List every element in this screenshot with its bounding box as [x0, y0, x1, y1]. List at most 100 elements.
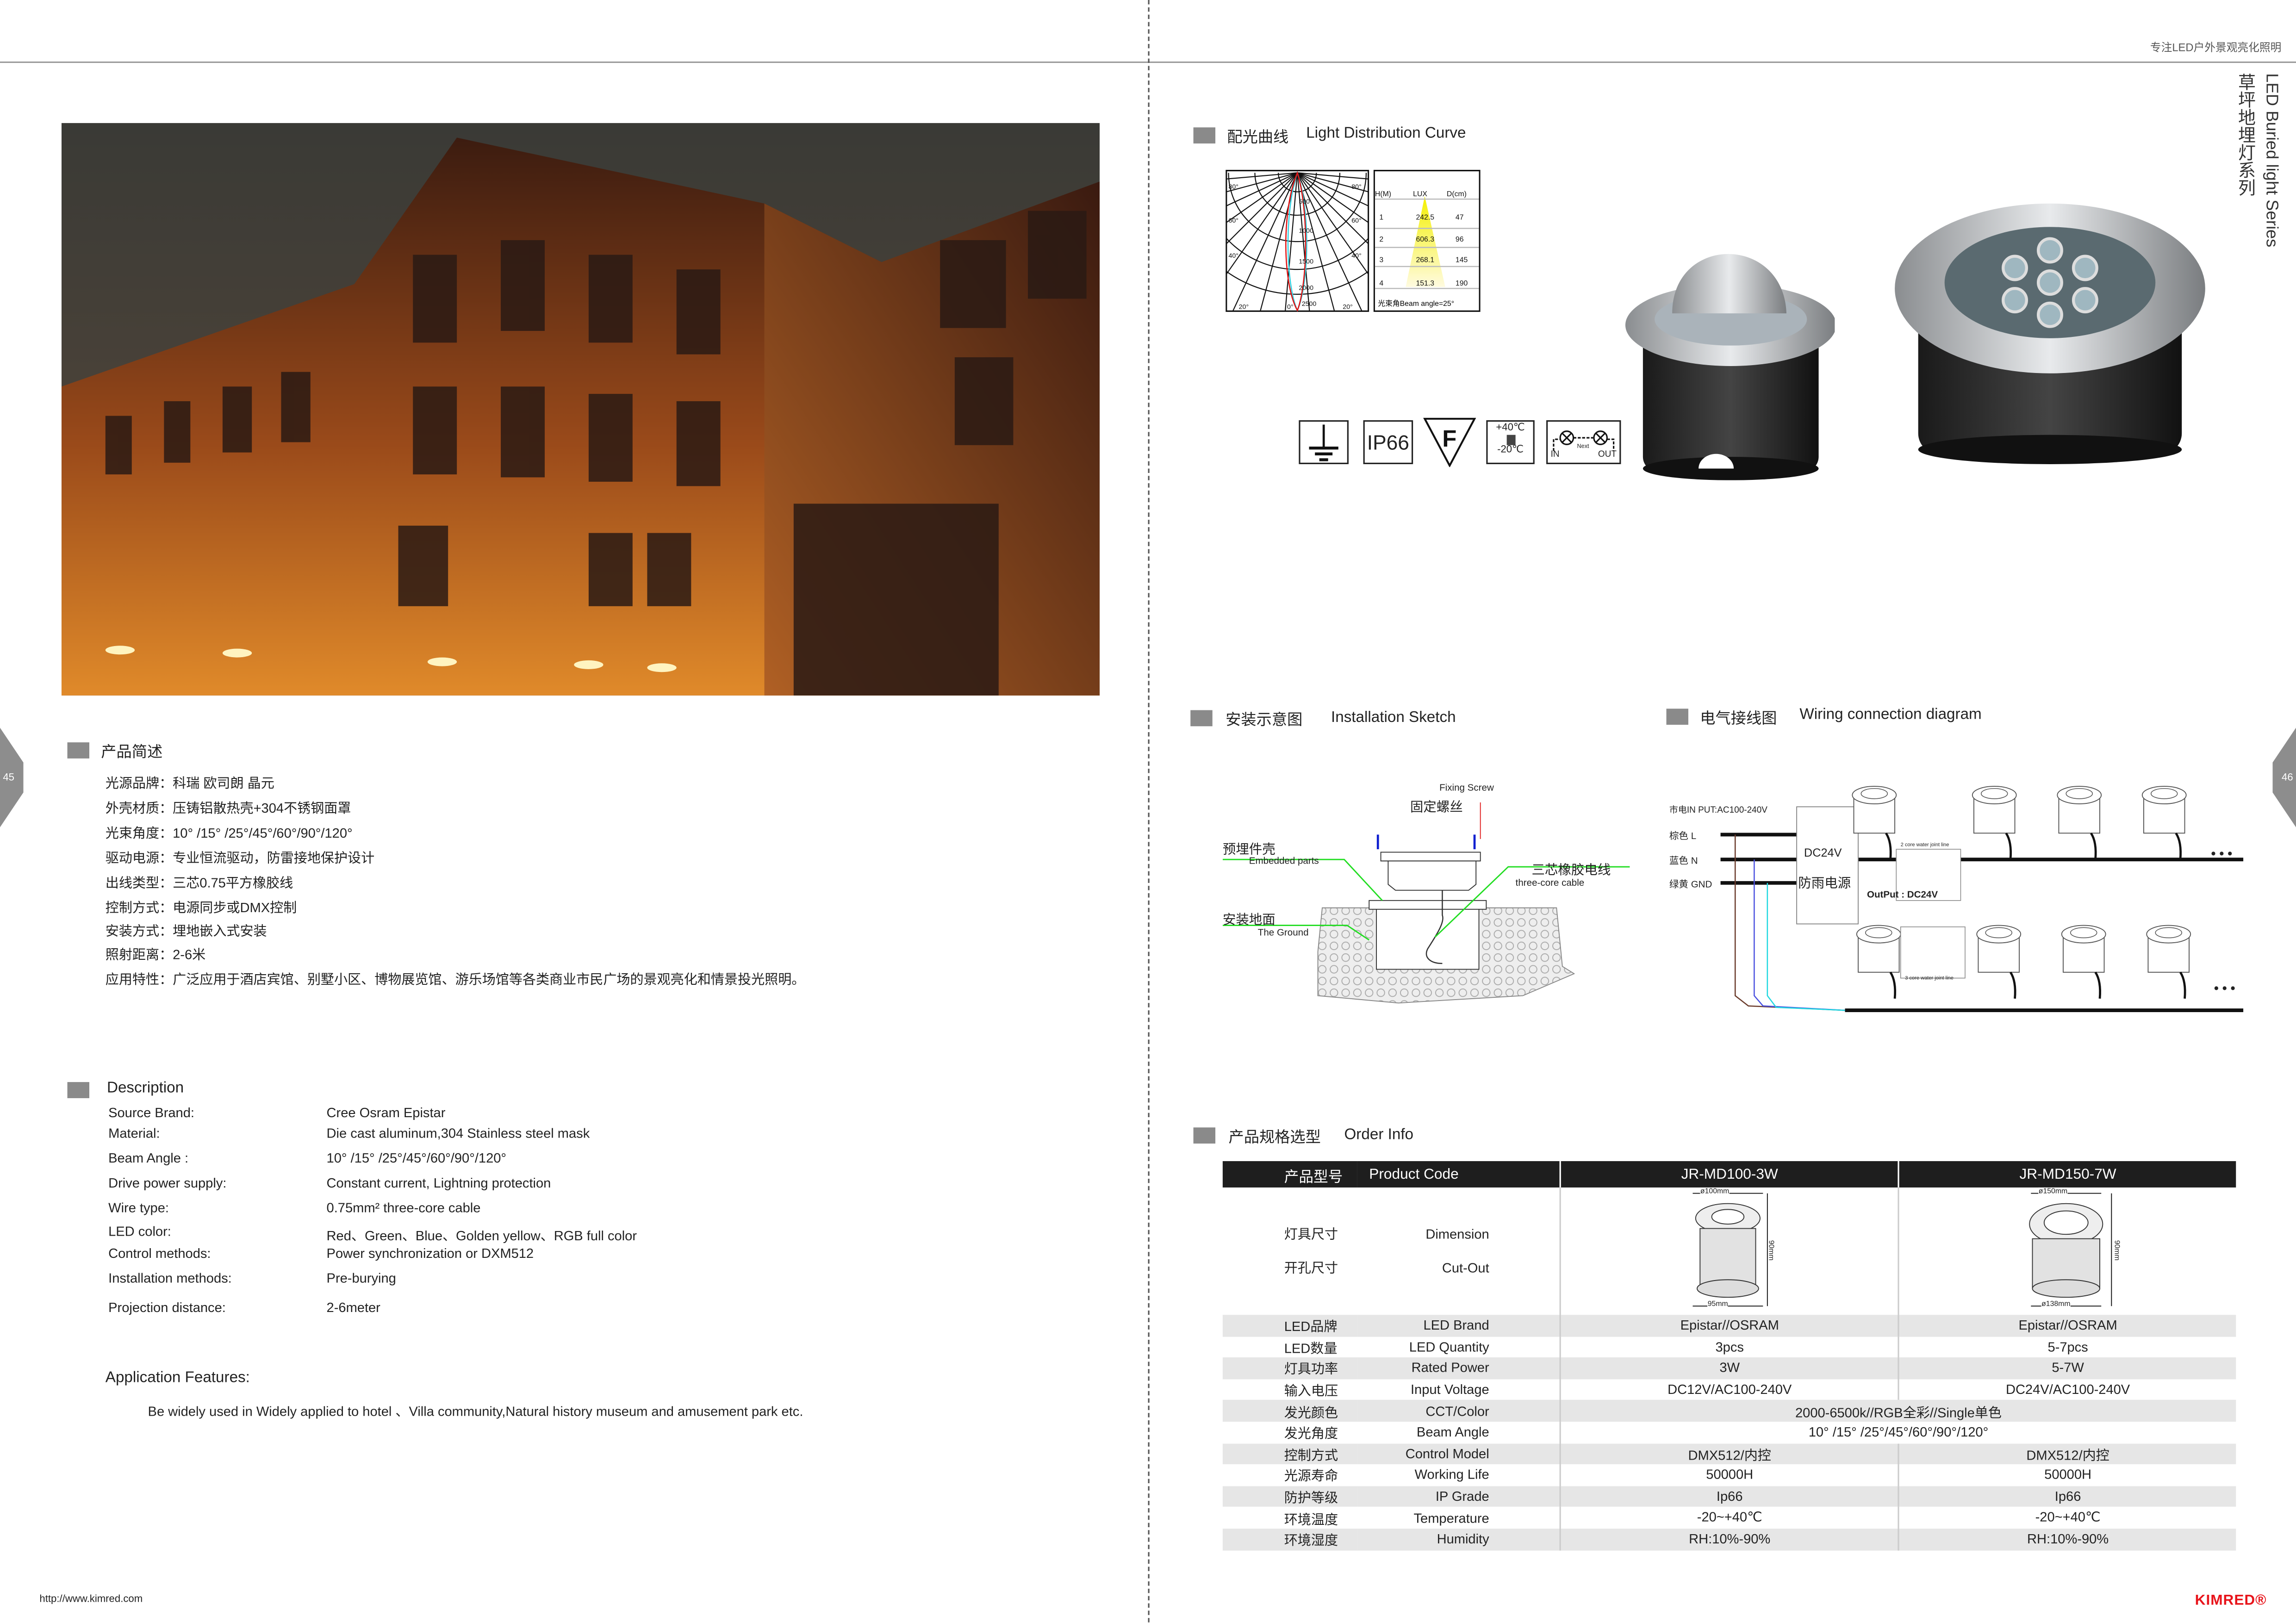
description-label: Control methods: [108, 1246, 211, 1261]
building-night-photo [61, 123, 1100, 696]
description-value: Red、Green、Blue、Golden yellow、RGB full co… [326, 1228, 637, 1244]
f-mark-icon: F [1423, 417, 1476, 467]
lux-table-cell: 1 [1379, 214, 1383, 222]
cutout-label-en: Cut-Out [1442, 1260, 1489, 1275]
polar-spoke [1226, 172, 1298, 245]
polar-spoke [1297, 172, 1369, 193]
fixing-screw-en: Fixing Screw [1439, 783, 1494, 794]
page-number-right: 46 [2272, 728, 2296, 827]
row-value-model-1: -20~+40℃ [1559, 1507, 1899, 1529]
row-value-model-2: DMX512/内控 [1898, 1443, 2236, 1465]
polar-spoke [1297, 173, 1310, 311]
lux-table-cell: 4 [1379, 280, 1383, 287]
description-label: LED color: [108, 1224, 171, 1239]
dim-top-2: ø150mm [2038, 1187, 2068, 1196]
output-label: OutPut : DC24V [1867, 890, 1938, 901]
dimension-cn: 灯具尺寸开孔尺寸 [1223, 1188, 1357, 1315]
row-label-cn: 输入电压 [1284, 1384, 1338, 1399]
table-header-row: 产品型号 Product Code JR-MD100-3W JR-MD150-7… [1222, 1161, 2236, 1188]
cable-en: three-core cable [1515, 878, 1585, 889]
temp-high: +40℃ [1496, 423, 1525, 434]
description-label: Drive power supply: [108, 1175, 227, 1191]
row-label-en: Control Model [1357, 1443, 1561, 1465]
row-value-model-1: 3pcs [1559, 1336, 1899, 1358]
wiring-title-en: Wiring connection diagram [1799, 705, 1982, 723]
wiring-diagram [1720, 786, 2244, 1013]
wiring-lamp-icon [2141, 786, 2187, 860]
product-photo-3w-with-hood [1625, 254, 1835, 480]
row-label-cn: 光源寿命 [1284, 1469, 1338, 1484]
lux-table-cell: 606.3 [1416, 236, 1434, 243]
order-info-table: 产品型号 Product Code JR-MD100-3W JR-MD150-7… [1222, 1161, 2236, 1550]
svg-text:F: F [1442, 425, 1456, 452]
series-title-cn: 草坪地埋灯系列 [2236, 73, 2257, 196]
dim-height-2: 90mm [2111, 1240, 2121, 1261]
row-label-cn: LED数量 [1284, 1341, 1338, 1356]
lux-table-cell: 151.3 [1416, 280, 1434, 287]
polar-angle-label: 40° [1351, 252, 1362, 260]
wiring-title-cn: 电气接线图 [1700, 710, 1777, 728]
product-photo-7w [1895, 203, 2205, 464]
row-value-model-1: 3W [1559, 1357, 1899, 1379]
polar-ring [1226, 270, 1369, 295]
ellipsis-row2: • • • [2214, 981, 2235, 996]
row-value-model-2: DC24V/AC100-240V [1898, 1379, 2236, 1400]
lux-table-header: LUX [1413, 190, 1427, 198]
dim-height-1: 90mm [1766, 1240, 1775, 1261]
dimension-drawing-2: ø150mm 90mm ø138mm [1898, 1187, 2236, 1315]
row-value-model-2: Ip66 [1898, 1486, 2236, 1507]
light-curve-title-cn: 配光曲线 [1227, 129, 1289, 147]
polar-spoke [1297, 172, 1369, 224]
overview-cn-line: 安装方式：埋地嵌入式安装 [105, 924, 267, 939]
psu-label: 防雨电源 [1798, 876, 1851, 890]
row-value-model-1: RH:10%-90% [1559, 1528, 1899, 1550]
beam-angle-note: 光束角Beam angle=25° [1378, 299, 1454, 308]
polar-spoke [1226, 172, 1298, 193]
description-value: Cree Osram Epistar [326, 1105, 446, 1120]
row-label-en: Beam Angle [1416, 1425, 1489, 1440]
temp-low: -20℃ [1497, 445, 1524, 455]
description-label: Installation methods: [108, 1271, 232, 1286]
polar-ring-label: 500 [1299, 198, 1310, 205]
lux-table-cell: 190 [1456, 280, 1468, 287]
thermometer-block [1506, 435, 1515, 445]
row-value-model-1: Epistar//OSRAM [1559, 1315, 1899, 1337]
page-number-left: 45 [0, 728, 24, 827]
description-value: 10° /15° /25°/45°/60°/90°/120° [326, 1150, 507, 1166]
description-title: Description [106, 1079, 184, 1097]
model-1: JR-MD100-3W [1559, 1161, 1899, 1188]
row-value-merged: 10° /15° /25°/45°/60°/90°/120° [1559, 1422, 2236, 1443]
polar-spoke [1284, 173, 1298, 311]
overview-cn-line: 驱动电源：专业恒流驱动，防雷接地保护设计 [105, 851, 375, 865]
description-value: 0.75mm² three-core cable [326, 1200, 481, 1216]
row-label-en: Temperature [1413, 1511, 1489, 1525]
row-label-cn: 灯具功率 [1222, 1357, 1357, 1379]
cutout-label-cn: 开孔尺寸 [1284, 1260, 1338, 1275]
polar-spoke [1297, 172, 1363, 311]
polar-ring-label: 1500 [1299, 258, 1313, 266]
polar-angle-label: 80° [1351, 183, 1362, 191]
model-2: JR-MD150-7W [1898, 1161, 2236, 1188]
polar-angle-label: 60° [1229, 217, 1239, 224]
lux-table-cell: 3 [1379, 256, 1383, 264]
row-value-model-2: 5-7W [1898, 1357, 2236, 1379]
row-value-model-1: 50000H [1559, 1464, 1899, 1486]
row-label-en: Working Life [1414, 1468, 1489, 1483]
row-value-model-1: DMX512/内控 [1559, 1443, 1899, 1465]
ground-wire-label: 绿黄 GND [1669, 880, 1712, 890]
ground-cn: 安装地面 [1222, 912, 1276, 927]
polar-ring [1228, 173, 1367, 243]
row-value-model-2: -20~+40℃ [1898, 1507, 2236, 1529]
website-url[interactable]: http://www.kimred.com [39, 1594, 143, 1605]
section-marker [1193, 127, 1216, 144]
overview-cn-line: 出线类型：三芯0.75平方橡胶线 [105, 876, 293, 890]
row-value-model-2: 5-7pcs [1898, 1336, 2236, 1358]
row-value-model-1: Ip66 [1559, 1486, 1899, 1507]
